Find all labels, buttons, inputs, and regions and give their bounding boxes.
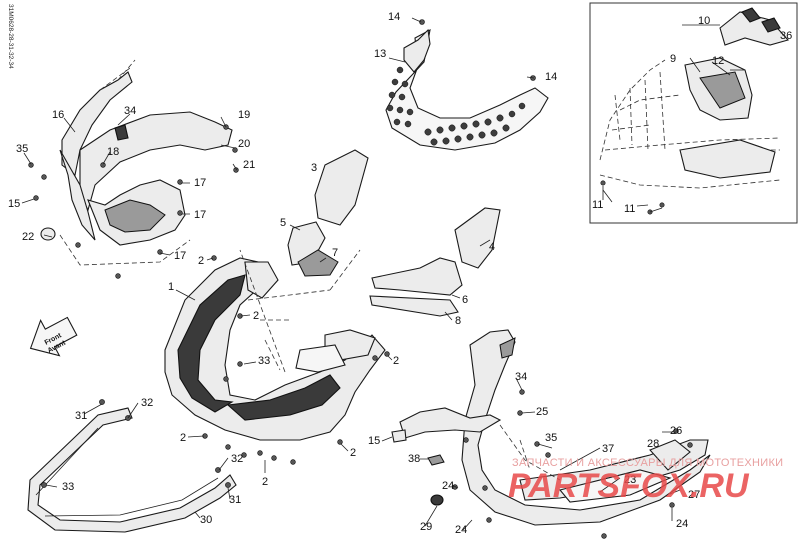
callout-17: 17 <box>194 177 206 189</box>
callout-35: 35 <box>545 432 557 444</box>
callout-13: 13 <box>374 48 386 60</box>
side-panels-3-5-7 <box>287 149 369 277</box>
callout-38: 38 <box>408 453 420 465</box>
callout-19: 19 <box>238 109 250 121</box>
watermark: ЗАПЧАСТИ И АКСЕССУАРЫ ДЛЯ МОТОТЕХНИКИ PA… <box>508 457 783 505</box>
callout-11: 11 <box>624 203 635 215</box>
callout-10: 10 <box>698 15 710 27</box>
callout-27: 27 <box>688 489 700 501</box>
callout-3: 3 <box>311 162 317 174</box>
upper-fairing-frame <box>28 59 239 279</box>
callout-22: 22 <box>22 231 34 243</box>
callout-24: 24 <box>455 524 467 536</box>
callout-20: 20 <box>238 138 250 150</box>
callout-4: 4 <box>489 241 495 253</box>
callout-33: 33 <box>258 355 270 367</box>
callout-12: 12 <box>712 55 724 67</box>
watermark-brand: PARTSFOX.RU <box>508 467 750 505</box>
callout-31: 31 <box>229 494 241 506</box>
callout-1: 1 <box>168 281 174 293</box>
callout-21: 21 <box>243 159 255 171</box>
side-panels-4-6-8 <box>369 207 501 317</box>
callout-24: 24 <box>676 518 688 530</box>
callout-2: 2 <box>198 255 204 267</box>
callout-17: 17 <box>194 209 206 221</box>
callout-5: 5 <box>280 217 286 229</box>
callout-28: 28 <box>647 438 659 450</box>
callout-2: 2 <box>262 476 268 488</box>
callout-26: 26 <box>670 425 682 437</box>
callout-24: 24 <box>442 480 454 492</box>
front-bumper <box>27 399 237 533</box>
callout-35: 35 <box>16 143 28 155</box>
callout-17: 17 <box>174 250 186 262</box>
callout-14: 14 <box>388 11 400 23</box>
detail-inset <box>589 2 798 224</box>
callout-2: 2 <box>393 355 399 367</box>
document-code: 31M0628-28-31-32-34 <box>7 4 14 69</box>
callout-14: 14 <box>545 71 557 83</box>
callout-32: 32 <box>141 397 153 409</box>
callout-25: 25 <box>536 406 548 418</box>
callout-37: 37 <box>602 443 614 455</box>
callout-labels: 1 2 2 2 2 2 2 3 4 5 6 7 8 9 10 11 11 12 … <box>8 11 792 536</box>
callout-16: 16 <box>52 109 64 121</box>
callout-8: 8 <box>455 315 461 327</box>
callout-31: 31 <box>75 410 87 422</box>
callout-18: 18 <box>107 146 119 158</box>
callout-15: 15 <box>8 198 20 210</box>
right-lower-frame <box>384 329 711 539</box>
callout-36: 36 <box>780 30 792 42</box>
callout-9: 9 <box>670 53 676 65</box>
panel-holes <box>386 66 526 146</box>
callout-6: 6 <box>462 294 468 306</box>
callout-34: 34 <box>515 371 527 383</box>
callout-23: 23 <box>624 474 636 486</box>
front-direction-arrow: Front Avant <box>29 316 78 357</box>
main-front-body <box>164 249 386 465</box>
callout-30: 30 <box>200 514 212 526</box>
callout-32: 32 <box>231 453 243 465</box>
callout-11: 11 <box>592 199 603 211</box>
perforated-top-panel <box>385 19 549 151</box>
callout-2: 2 <box>350 447 356 459</box>
callout-2: 2 <box>180 432 186 444</box>
leader-lines <box>21 17 731 531</box>
watermark-caption: ЗАПЧАСТИ И АКСЕССУАРЫ ДЛЯ МОТОТЕХНИКИ <box>512 457 783 469</box>
callout-29: 29 <box>420 521 432 533</box>
callout-33: 33 <box>62 481 74 493</box>
callout-34: 34 <box>124 105 136 117</box>
callout-7: 7 <box>332 247 338 259</box>
callout-2: 2 <box>253 310 259 322</box>
callout-15: 15 <box>368 435 380 447</box>
